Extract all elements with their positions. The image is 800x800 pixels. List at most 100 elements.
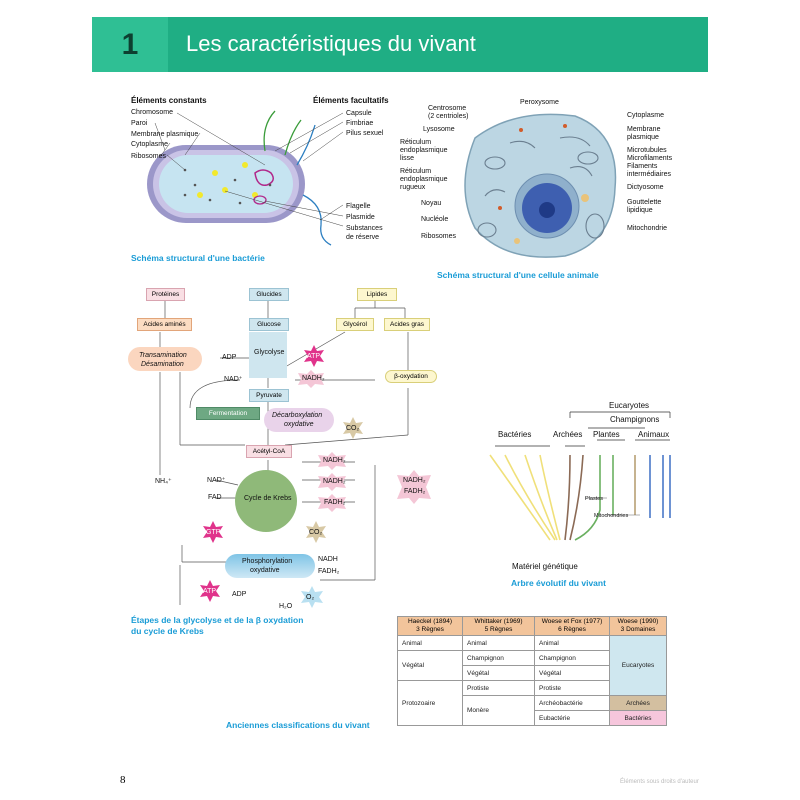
table-cell: Protiste bbox=[462, 680, 535, 696]
nadh-burst-icon bbox=[318, 452, 346, 470]
bacteria-label: de réserve bbox=[346, 234, 380, 241]
phosphorylation-pill bbox=[225, 554, 315, 578]
fadh-burst-icon bbox=[318, 494, 346, 512]
chapter-header bbox=[92, 17, 708, 72]
adp-label: ADP bbox=[222, 354, 237, 361]
nadh2-label: NADH₂ bbox=[302, 375, 325, 382]
table-header: Woese (1990) bbox=[617, 618, 659, 625]
bacteries-label: Bactéries bbox=[498, 430, 532, 439]
cell-label: Nucléole bbox=[421, 216, 449, 223]
table-cell: Protozoaire bbox=[397, 680, 463, 726]
eucaryotes-label: Eucaryotes bbox=[609, 401, 650, 410]
fad-label: FAD bbox=[208, 494, 222, 501]
cell-label: endoplasmique bbox=[400, 147, 448, 154]
table-cell: Animal bbox=[462, 635, 535, 651]
gtp-burst-icon bbox=[203, 521, 223, 543]
classification-caption: Anciennes classifications du vivant bbox=[226, 720, 370, 730]
chapter-title: Les caractéristiques du vivant bbox=[186, 31, 476, 56]
desamination-label: Désamination bbox=[141, 361, 184, 368]
transamination-pill bbox=[128, 347, 202, 371]
nadh-burst-icon bbox=[298, 370, 324, 388]
box-fermentation: Fermentation bbox=[196, 407, 260, 420]
mitochondries-label: Mitochondries bbox=[594, 513, 629, 519]
glycolyse-label: Glycolyse bbox=[254, 349, 285, 356]
transamination-label: Transamination bbox=[139, 352, 187, 359]
table-cell: Champignon bbox=[462, 650, 535, 666]
cell-label: endoplasmique bbox=[400, 176, 448, 183]
cell-label: lisse bbox=[400, 155, 415, 162]
nad-label: NAD⁺ bbox=[224, 376, 243, 383]
bacteria-label: Pilus sexuel bbox=[346, 130, 384, 137]
cell-label: Microfilaments bbox=[627, 155, 673, 162]
chapter-number: 1 bbox=[92, 17, 168, 72]
nh4-label: NH₄⁺ bbox=[155, 478, 172, 485]
bacteria-label: Paroi bbox=[131, 120, 148, 127]
bacteria-label: Flagelle bbox=[346, 203, 371, 210]
fadh-krebs-label: FADH₂ bbox=[324, 499, 346, 506]
table-cell: Bactéries bbox=[609, 710, 667, 726]
cell-label: Filaments bbox=[627, 163, 658, 170]
plastes-label: Plastes bbox=[585, 496, 604, 502]
table-header: Woese et Fox (1977) bbox=[541, 618, 603, 625]
nadh-krebs-label: NADH₂ bbox=[323, 478, 346, 485]
genetic-material-label: Matériel génétique bbox=[512, 562, 578, 571]
glycolysis-band bbox=[249, 332, 287, 378]
bacteria-label: Substances bbox=[346, 225, 383, 232]
box-glucides: Glucides bbox=[249, 288, 289, 301]
oxydative-label: oxydative bbox=[284, 421, 314, 428]
co2-burst-icon bbox=[343, 417, 363, 439]
cell-label: Gouttelette bbox=[627, 199, 662, 206]
atp-label: ATP bbox=[307, 353, 321, 360]
nadh-label: NADH bbox=[318, 556, 338, 563]
krebs-label: Cycle de Krebs bbox=[244, 495, 292, 502]
table-cell: Archéobactérie bbox=[534, 695, 610, 711]
archees-label: Archées bbox=[553, 430, 583, 439]
box-glucose: Glucose bbox=[249, 318, 289, 331]
cell-label: Noyau bbox=[421, 200, 442, 207]
box-pyruvate: Pyruvate bbox=[249, 389, 289, 402]
bacteria-label: Plasmide bbox=[346, 214, 375, 221]
cell-label: Réticulum bbox=[400, 139, 432, 146]
table-cell: Protiste bbox=[534, 680, 610, 696]
nad-krebs-label: NAD⁺ bbox=[207, 477, 226, 484]
tree-drawing bbox=[489, 411, 671, 541]
krebs-cycle bbox=[235, 470, 297, 532]
box-beta-oxydation: β-oxydation bbox=[385, 370, 437, 383]
table-header: 3 Règnes bbox=[416, 626, 444, 633]
box-glycerol: Glycérol bbox=[336, 318, 374, 331]
cell-label: plasmique bbox=[627, 134, 659, 141]
table-cell: Archées bbox=[609, 695, 667, 711]
gtp-label: GTP bbox=[206, 529, 221, 536]
atp-burst-icon bbox=[200, 580, 220, 602]
cell-label: Réticulum bbox=[400, 168, 432, 175]
atp-phospho-label: ATP bbox=[203, 588, 217, 595]
metabolism-caption: Étapes de la glycolyse et de la β oxydat… bbox=[131, 615, 304, 625]
table-header: 6 Règnes bbox=[558, 626, 586, 633]
box-acetyl-coa: Acétyl-CoA bbox=[246, 445, 292, 458]
phospho-label: Phosphorylation bbox=[242, 558, 293, 565]
box-acides-gras: Acides gras bbox=[384, 318, 430, 331]
cell-label: Dictyosome bbox=[627, 184, 664, 191]
h2o-label: H₂O bbox=[279, 603, 293, 610]
copyright-note: Éléments sous droits d'auteur bbox=[620, 779, 699, 785]
table-header: Haeckel (1894) bbox=[407, 618, 453, 625]
table-cell: Végétal bbox=[397, 650, 463, 681]
animal-cell-drawing bbox=[464, 113, 617, 258]
table-cell: Végétal bbox=[534, 665, 610, 681]
cell-label: Membrane bbox=[627, 126, 661, 133]
table-header: 5 Règnes bbox=[484, 626, 513, 633]
cell-label: rugueux bbox=[400, 184, 426, 191]
animal-cell-caption: Schéma structural d'une cellule animale bbox=[437, 270, 599, 280]
table-cell: Champignon bbox=[534, 650, 610, 666]
o2-label: O₂ bbox=[306, 594, 315, 601]
metabolism-caption-2: du cycle de Krebs bbox=[131, 626, 204, 636]
adp-phospho-label: ADP bbox=[232, 591, 247, 598]
decarboxylation-label: Décarboxylation bbox=[272, 412, 323, 419]
co2-label: CO₂ bbox=[346, 425, 360, 432]
champignons-label: Champignons bbox=[610, 415, 660, 424]
table-cell: Animal bbox=[397, 635, 463, 651]
cell-label: Lysosome bbox=[423, 126, 455, 133]
box-lipides: Lipides bbox=[357, 288, 397, 301]
box-acides-amines: Acides aminés bbox=[137, 318, 192, 331]
table-cell: Eucaryotes bbox=[609, 635, 667, 696]
